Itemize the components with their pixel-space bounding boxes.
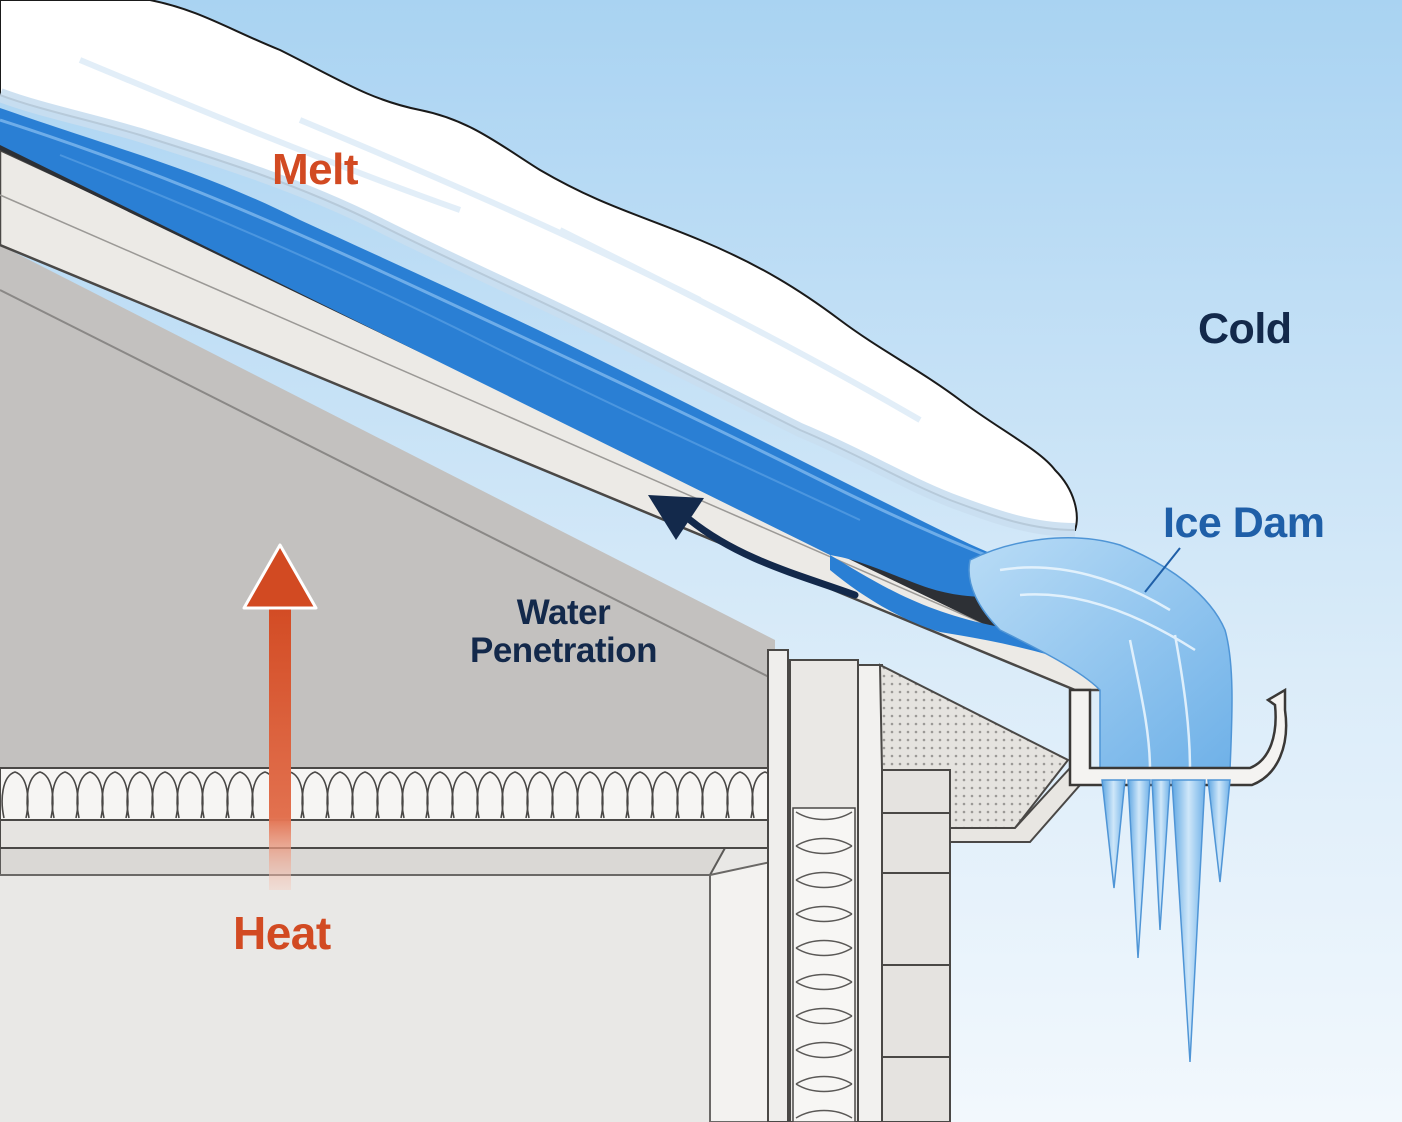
melt-water-layer — [0, 108, 1060, 597]
cold-label: Cold — [1198, 305, 1292, 353]
water-penetration-label-line1: Water — [516, 593, 611, 632]
ice-dam-leader — [1144, 547, 1181, 593]
insulation-batts — [1, 771, 779, 819]
drywall-panel — [709, 858, 781, 1122]
water-penetration-arrowhead — [648, 495, 704, 540]
room-ceiling — [0, 840, 780, 1122]
water-penetration-label: Water Penetration — [470, 593, 658, 670]
wall-insulation — [792, 807, 856, 1122]
ceiling-beam — [0, 847, 727, 876]
wall-sheathing — [857, 664, 883, 1122]
siding-boards — [881, 764, 951, 1122]
icicles — [1101, 779, 1231, 1063]
water-penetration-arrow — [686, 516, 859, 599]
heat-arrow-shaft — [269, 598, 291, 890]
attic-wall — [0, 245, 775, 770]
gutter — [1068, 687, 1288, 787]
heat-label: Heat — [233, 907, 331, 959]
ice-dam-label: Ice Dam — [1163, 499, 1325, 547]
wall-insulation-pattern — [795, 811, 853, 1119]
heat-arrow-head — [242, 543, 318, 610]
wall-stud — [767, 649, 789, 1122]
water-penetration-label-line2: Penetration — [470, 630, 658, 670]
ice-dam — [968, 537, 1233, 771]
melt-label: Melt — [272, 145, 359, 194]
